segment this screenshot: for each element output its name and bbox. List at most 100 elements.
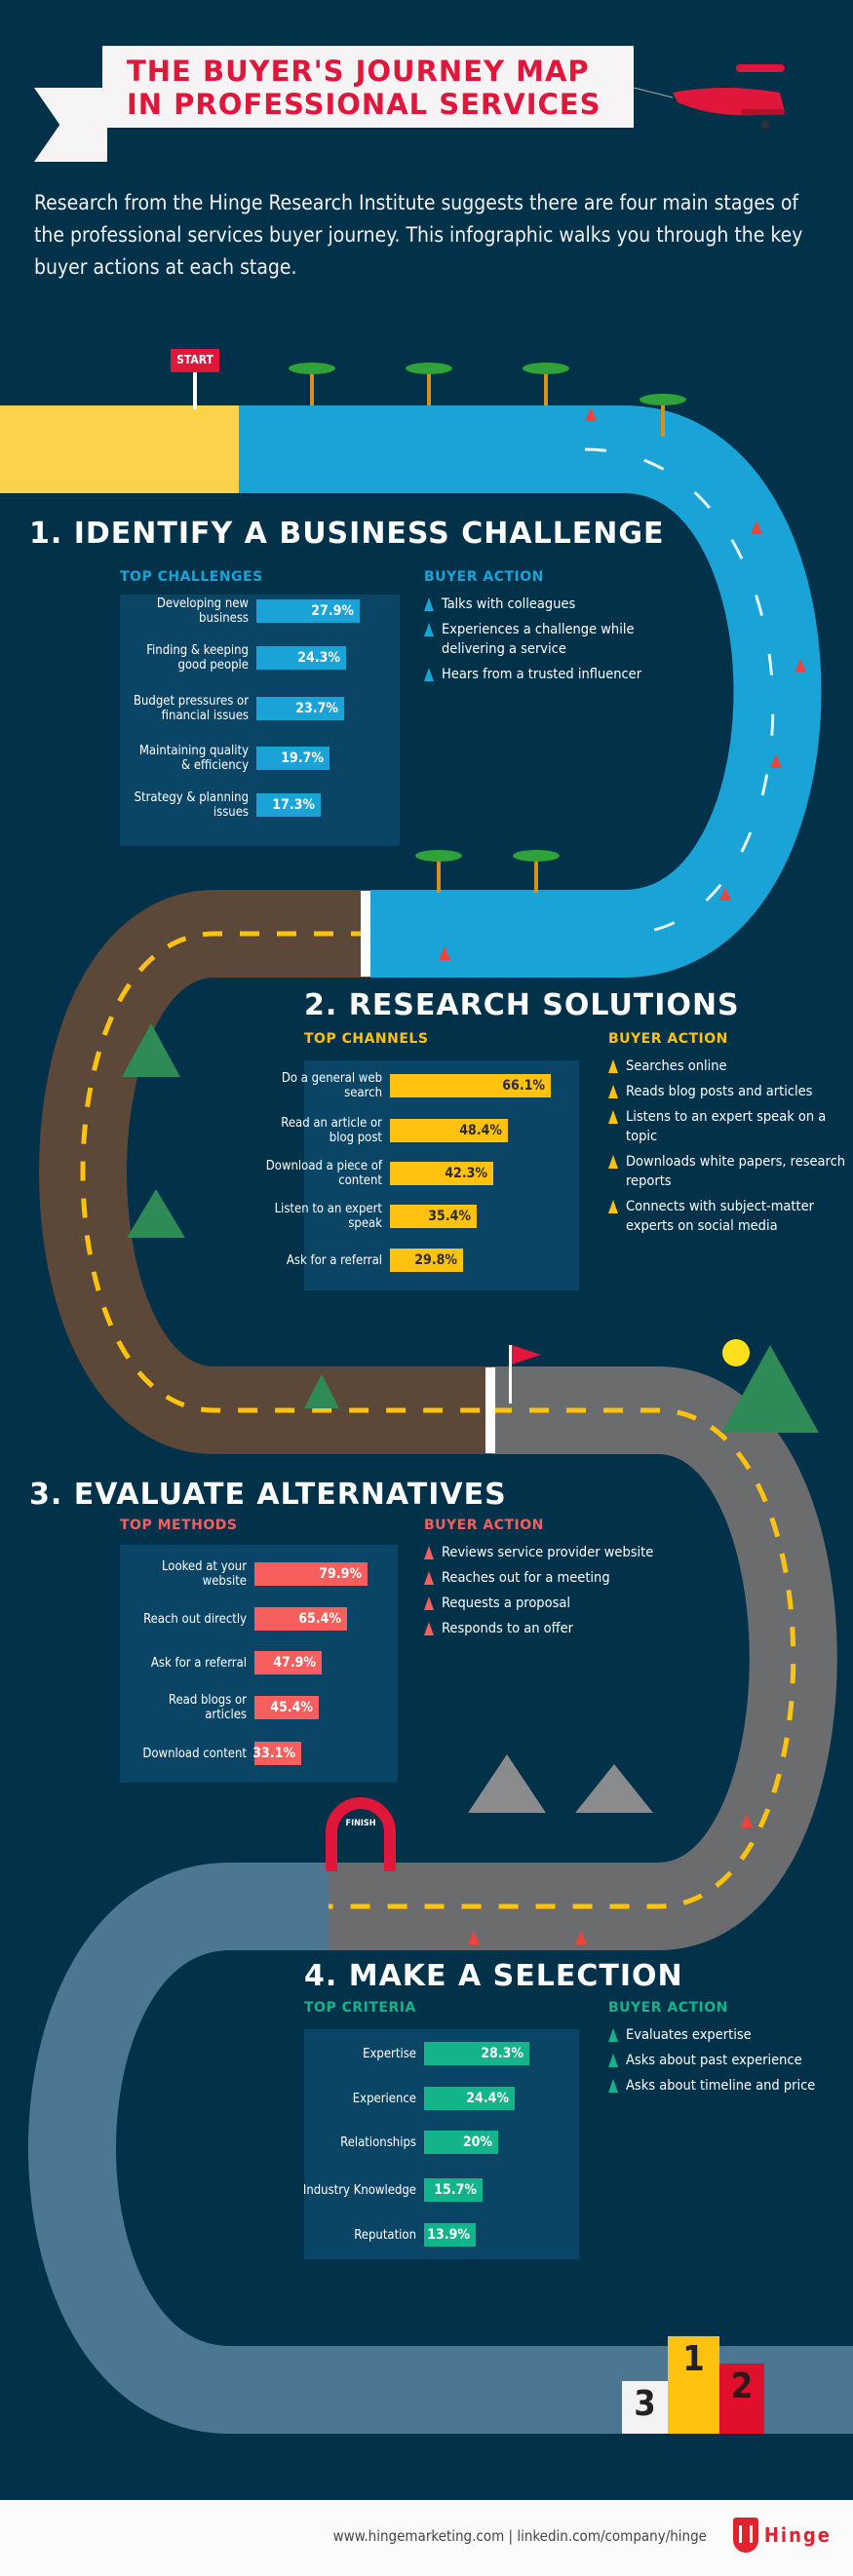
cone-icon: [424, 668, 434, 681]
buyer-action-item: Talks with colleagues: [424, 595, 666, 614]
title-banner: [102, 46, 634, 128]
bar-label: Listen to an expert speak: [274, 1202, 382, 1231]
buyer-action-text: Searches online: [626, 1058, 727, 1074]
bar-label: Reputation: [354, 2227, 416, 2243]
buyer-action-item: Requests a proposal: [424, 1594, 666, 1613]
buyer-action-label: BUYER ACTION: [608, 1031, 728, 1047]
cone-icon: [608, 1200, 618, 1213]
cone-icon: [608, 2028, 618, 2042]
bar-ask-for-a-referral: 47.9%: [254, 1651, 322, 1674]
bar-row-ask-for-a-referral: Ask for a referral 47.9%: [128, 1647, 322, 1678]
bar-label: Download a piece of content: [265, 1159, 382, 1188]
bar-label: Reach out directly: [143, 1611, 247, 1627]
flag-pole: [509, 1345, 512, 1403]
buyer-action-text: Listens to an expert speak on a topic: [626, 1109, 827, 1144]
bar-row-download-content: Download content 33.1%: [128, 1738, 301, 1769]
cone-icon: [424, 1622, 434, 1635]
chart-label: TOP CHALLENGES: [120, 569, 263, 585]
bar-relationships: 20%: [424, 2131, 498, 2154]
podium-second-label: 2: [730, 2366, 754, 2406]
bar-strategy-planning-issues: 17.3%: [256, 793, 321, 817]
buyer-action-item: Asks about timeline and price: [608, 2076, 850, 2095]
hinge-logo: Hinge: [732, 2518, 832, 2553]
intro-text: Research from the Hinge Research Institu…: [34, 191, 803, 279]
bar-label: Read an article or blog post: [281, 1116, 382, 1145]
buyer-action-text: Asks about past experience: [626, 2053, 802, 2068]
podium-third: [622, 2381, 668, 2434]
bar-row-listen-to-an-expert-speak: Listen to an expert speak 35.4%: [263, 1201, 477, 1232]
buyer-action-text: Asks about timeline and price: [626, 2078, 816, 2094]
stage-line-2: [361, 891, 370, 977]
road-stage-4: [28, 1863, 853, 2434]
buyer-action-item: Experiences a challenge while delivering…: [424, 620, 666, 659]
sun-icon: [722, 1339, 750, 1366]
stage-heading: 4. MAKE A SELECTION: [304, 1959, 683, 1993]
buyer-action-item: Hears from a trusted influencer: [424, 665, 666, 684]
buyer-action-text: Downloads white papers, research reports: [626, 1154, 846, 1189]
bar-download-content: 33.1%: [252, 1742, 301, 1765]
cone-icon: [608, 1110, 618, 1124]
bar-read-an-article-or-blog-post: 48.4%: [390, 1119, 508, 1142]
hinge-shield-icon: [732, 2518, 758, 2553]
stage-heading: 1. IDENTIFY A BUSINESS CHALLENGE: [29, 517, 665, 551]
buyer-action-label: BUYER ACTION: [424, 1518, 544, 1533]
bar-label: Industry Knowledge: [302, 2182, 416, 2198]
lane-markings-3: [329, 1407, 796, 1909]
bar-label: Ask for a referral: [150, 1655, 247, 1671]
cone-icon: [608, 1059, 618, 1073]
bar-read-blogs-or-articles: 45.4%: [254, 1696, 319, 1719]
footer-links[interactable]: www.hingemarketing.com | linkedin.com/co…: [332, 2527, 707, 2545]
bar-label: Experience: [352, 2091, 416, 2106]
bar-label: Ask for a referral: [286, 1252, 382, 1268]
bar-label: Looked at your website: [162, 1559, 247, 1589]
stage-heading: 2. RESEARCH SOLUTIONS: [304, 988, 740, 1022]
chart-label: TOP CHANNELS: [304, 1031, 429, 1047]
buyer-action-text: Reviews service provider website: [442, 1545, 654, 1560]
title-line-2: IN PROFESSIONAL SERVICES: [127, 88, 601, 121]
buyer-action-text: Evaluates expertise: [626, 2027, 752, 2043]
podium-second: [719, 2364, 764, 2434]
cone-icon: [424, 1596, 434, 1610]
start-sign: [171, 349, 219, 372]
bar-label: Download content: [142, 1746, 247, 1761]
buyer-action-text: Responds to an offer: [442, 1621, 573, 1636]
start-label: START: [176, 353, 213, 366]
bar-expertise: 28.3%: [424, 2042, 529, 2065]
chart-label: TOP CRITERIA: [304, 2000, 416, 2016]
buyer-action-item: Reads blog posts and articles: [608, 1082, 850, 1101]
cone-icon: [608, 2054, 618, 2067]
palm-trees: [289, 363, 686, 893]
buyer-action-item: Reaches out for a meeting: [424, 1568, 666, 1588]
buyer-action-text: Connects with subject-matter experts on …: [626, 1199, 815, 1234]
bar-label: Do a general web search: [281, 1071, 382, 1100]
cone-icon: [608, 1085, 618, 1098]
cone-icon: [424, 597, 434, 611]
buyer-action-item: Searches online: [608, 1057, 850, 1076]
cone-icon: [608, 2079, 618, 2093]
bar-finding-keeping-good-people: 24.3%: [256, 646, 346, 670]
airplane-icon: [633, 64, 785, 129]
buyer-action-text: Talks with colleagues: [442, 596, 576, 612]
bar-listen-to-an-expert-speak: 35.4%: [390, 1205, 477, 1228]
bar-row-read-an-article-or-blog-post: Read an article or blog post 48.4%: [263, 1115, 508, 1146]
flag-icon: [512, 1345, 541, 1365]
bar-developing-new-business: 27.9%: [256, 599, 360, 623]
start-pole: [193, 370, 197, 409]
